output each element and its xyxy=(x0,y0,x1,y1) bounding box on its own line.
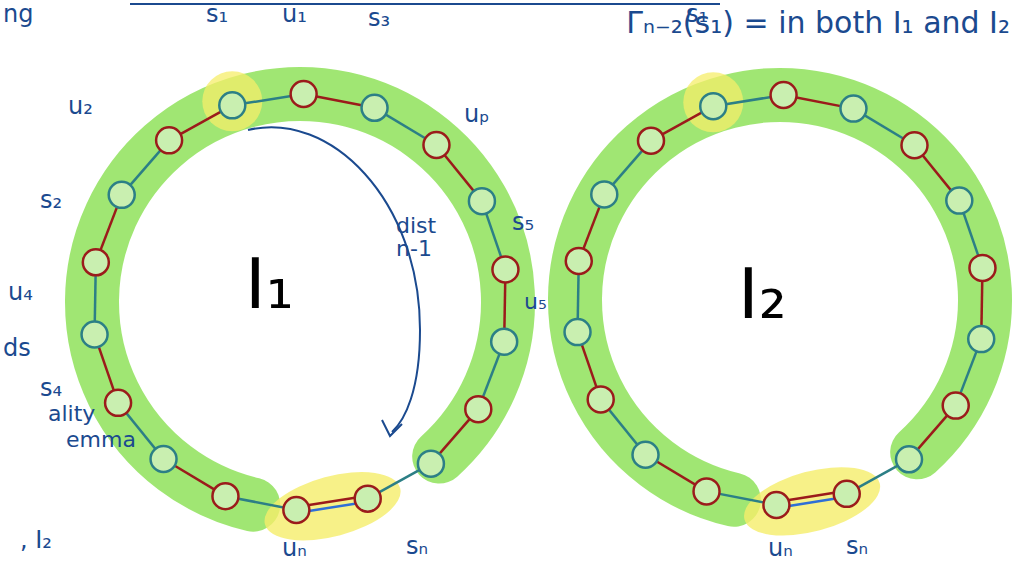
vertex-circle xyxy=(896,446,922,472)
vertex-label: uₚ xyxy=(464,102,490,127)
vertex-label: u₅ xyxy=(524,290,547,313)
vertex-circle xyxy=(291,81,317,107)
vertex-circle xyxy=(151,446,177,472)
vertex-circle xyxy=(763,492,789,518)
vertex-circle xyxy=(355,486,381,512)
vertex-label: u₁ xyxy=(282,2,307,27)
vertex-circle xyxy=(834,481,860,507)
arrow-head xyxy=(382,420,402,436)
vertex-label: dist n-1 xyxy=(396,214,456,260)
vertex-circle xyxy=(362,95,388,121)
title: Γₙ₋₂(s₁) = in both I₁ and I₂ xyxy=(450,8,1010,38)
vertex-circle xyxy=(109,182,135,208)
vertex-label: sₙ xyxy=(846,534,868,559)
vertex-circle xyxy=(491,329,517,355)
vertex-label: s₅ xyxy=(512,210,534,235)
vertex-circle xyxy=(465,396,491,422)
vertex-circle xyxy=(633,442,659,468)
vertex-circle xyxy=(700,93,726,119)
vertex-circle xyxy=(565,319,591,345)
vertex-circle xyxy=(969,255,995,281)
vertex-label: ality xyxy=(48,402,95,425)
vertex-circle xyxy=(694,478,720,504)
vertex-label: ng xyxy=(3,2,33,27)
vertex-label: s₃ xyxy=(368,6,390,31)
vertex-circle xyxy=(423,132,449,158)
vertex-circle xyxy=(566,248,592,274)
vertex-label: u₄ xyxy=(8,280,33,305)
vertex-label: s₁ xyxy=(206,2,228,27)
vertex-label: I₁ xyxy=(245,248,294,322)
vertex-circle xyxy=(105,390,131,416)
vertex-label: I₂ xyxy=(738,258,787,332)
vertex-circle xyxy=(83,249,109,275)
vertex-label: uₙ xyxy=(282,536,307,561)
vertex-circle xyxy=(840,96,866,122)
vertex-circle xyxy=(219,92,245,118)
green-highlight xyxy=(575,95,985,500)
vertex-circle xyxy=(591,181,617,207)
vertex-circle xyxy=(283,497,309,523)
vertex-circle xyxy=(492,256,518,282)
vertex-label: s₂ xyxy=(40,188,62,213)
vertex-circle xyxy=(943,393,969,419)
vertex-circle xyxy=(156,127,182,153)
vertex-label: s₄ xyxy=(40,376,62,401)
vertex-circle xyxy=(968,326,994,352)
vertex-circle xyxy=(212,483,238,509)
vertex-circle xyxy=(638,128,664,154)
vertex-circle xyxy=(469,188,495,214)
vertex-circle xyxy=(901,132,927,158)
vertex-circle xyxy=(82,322,108,348)
vertex-label: ds xyxy=(3,336,31,361)
vertex-label: emma xyxy=(66,428,136,451)
vertex-label: uₙ xyxy=(768,536,793,561)
vertex-circle xyxy=(946,188,972,214)
vertex-circle xyxy=(771,82,797,108)
vertex-circle xyxy=(418,451,444,477)
vertex-circle xyxy=(588,386,614,412)
vertex-label: u₂ xyxy=(68,94,93,119)
vertex-label: , I₂ xyxy=(20,528,52,553)
vertex-label: s₁ xyxy=(686,2,708,27)
green-highlight xyxy=(92,94,508,505)
vertex-label: sₙ xyxy=(406,534,428,559)
